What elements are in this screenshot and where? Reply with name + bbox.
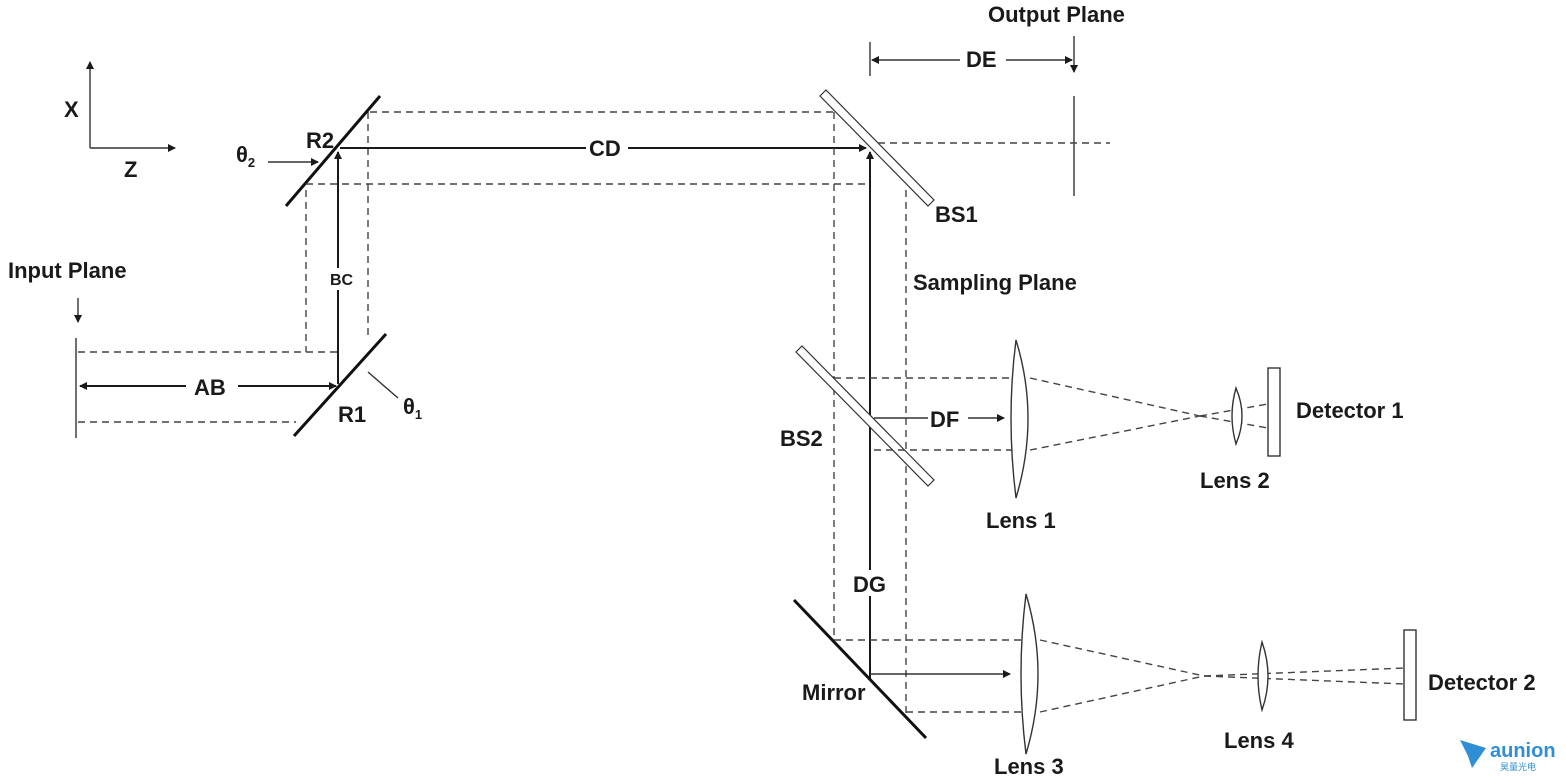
watermark-brand: aunion (1490, 740, 1556, 762)
detector2-arm: Lens 3 Lens 4 Detector 2 (994, 593, 1536, 778)
lens4-label: Lens 4 (1224, 728, 1294, 753)
beam-df: DF (834, 377, 1012, 451)
bs2-plate (795, 345, 935, 487)
beam-lower (834, 639, 1022, 713)
sampling-path: Sampling Plane DG (833, 112, 1077, 716)
bs1-beamsplitter: BS1 (819, 89, 978, 227)
beam-bc: BC (305, 112, 369, 384)
watermark-sub: 昊量光电 (1500, 761, 1536, 773)
bs1-label: BS1 (935, 202, 978, 227)
theta2-label: θ2 (236, 142, 255, 170)
de-label: DE (966, 47, 997, 72)
bs1-plate (819, 89, 935, 207)
detector1-plate (1267, 367, 1281, 457)
ab-label: AB (194, 375, 226, 400)
detector2-label: Detector 2 (1428, 670, 1536, 695)
aunion-watermark: aunion 昊量光电 (1460, 740, 1556, 773)
detector1-arm: Lens 1 Lens 2 Detector 1 (986, 339, 1404, 533)
beam-cd: CD (306, 111, 870, 185)
dg-label: DG (853, 572, 886, 597)
cd-label: CD (589, 136, 621, 161)
mirror-component: Mirror (792, 598, 928, 740)
axes-indicator: X Z (64, 61, 176, 182)
df-label: DF (930, 407, 959, 432)
input-plane: Input Plane (8, 258, 127, 438)
mirror-label: Mirror (802, 680, 866, 705)
r2-label: R2 (306, 128, 334, 153)
lens2-label: Lens 2 (1200, 468, 1270, 493)
sampling-plane-label: Sampling Plane (913, 270, 1077, 295)
detector2-plate (1403, 629, 1417, 721)
z-axis-label: Z (124, 157, 137, 182)
x-axis-label: X (64, 97, 79, 122)
lens2-shape (1231, 385, 1243, 447)
theta1-leader (367, 371, 399, 399)
output-plane-label: Output Plane (988, 2, 1125, 27)
lens4-shape (1257, 639, 1269, 713)
r2-mirror-surface (284, 95, 382, 207)
lens3-label: Lens 3 (994, 754, 1064, 778)
bs2-beamsplitter: BS2 (780, 345, 935, 487)
lens1-label: Lens 1 (986, 508, 1056, 533)
bs2-label: BS2 (780, 426, 823, 451)
theta1-label: θ1 (403, 394, 422, 422)
r1-label: R1 (338, 402, 366, 427)
detector1-label: Detector 1 (1296, 398, 1404, 423)
mirror-surface (792, 598, 928, 740)
input-plane-label: Input Plane (8, 258, 127, 283)
r1-mirror-surface (292, 332, 388, 438)
aunion-logo-icon (1460, 740, 1486, 768)
beam-ab: AB (78, 351, 340, 423)
lens3-shape (1020, 593, 1039, 755)
lens1-shape (1010, 339, 1029, 499)
r2-mirror: R2 θ2 (236, 95, 382, 207)
bc-label: BC (330, 272, 354, 289)
r1-mirror: R1 θ1 (292, 332, 422, 438)
output-plane: Output Plane DE (869, 2, 1125, 196)
